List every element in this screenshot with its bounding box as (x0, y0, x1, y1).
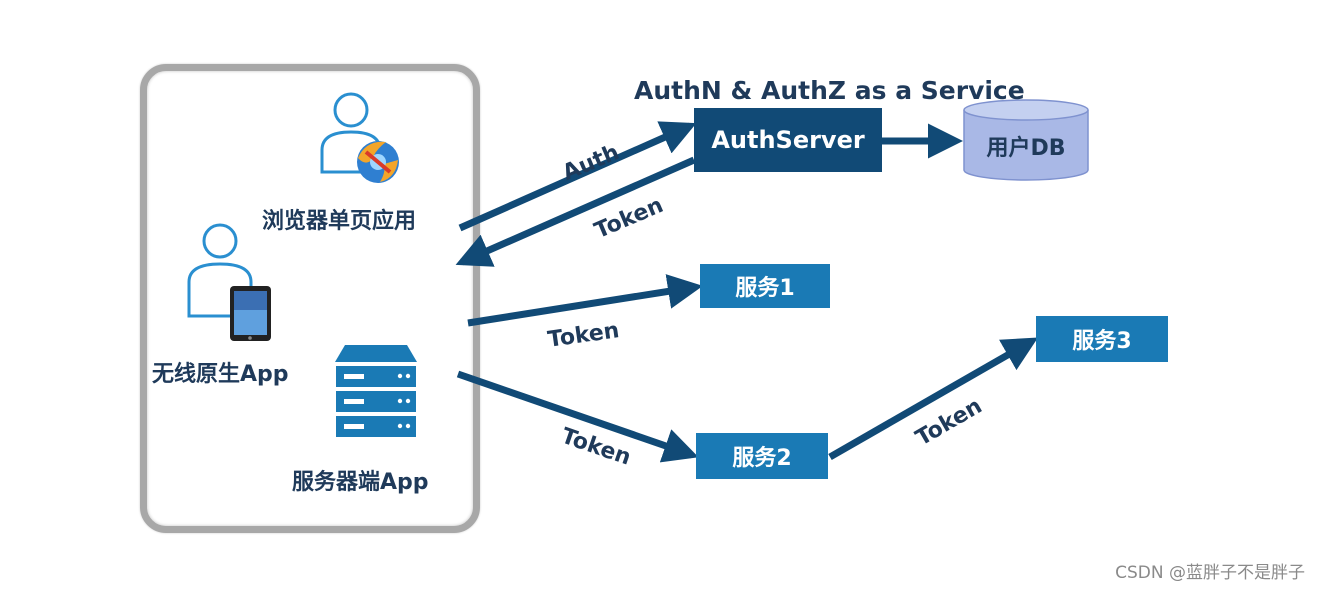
browser-app-label: 浏览器单页应用 (262, 209, 417, 234)
user-db-label: 用户DB (986, 136, 1066, 161)
service2-box: 服务2 (696, 433, 828, 479)
watermark: CSDN @蓝胖子不是胖子 (1115, 563, 1305, 583)
database-icon (963, 99, 1089, 181)
tablet-icon (230, 286, 271, 341)
service1-box: 服务1 (700, 264, 830, 308)
auth-server-box: AuthServer (694, 108, 882, 172)
diagram-title: AuthN & AuthZ as a Service (634, 76, 1025, 105)
native-app-label: 无线原生App (152, 362, 289, 387)
arrow-token-service1 (467, 274, 703, 327)
arrow-token-service2 (456, 370, 699, 463)
server-app-label: 服务器端App (292, 470, 429, 495)
server-icon (335, 345, 417, 437)
arrow-auth (458, 121, 697, 232)
arrow-token-service3 (828, 337, 1039, 461)
arrow-token-return (455, 156, 696, 267)
browser-icon (357, 141, 399, 183)
service3-box: 服务3 (1036, 316, 1168, 362)
